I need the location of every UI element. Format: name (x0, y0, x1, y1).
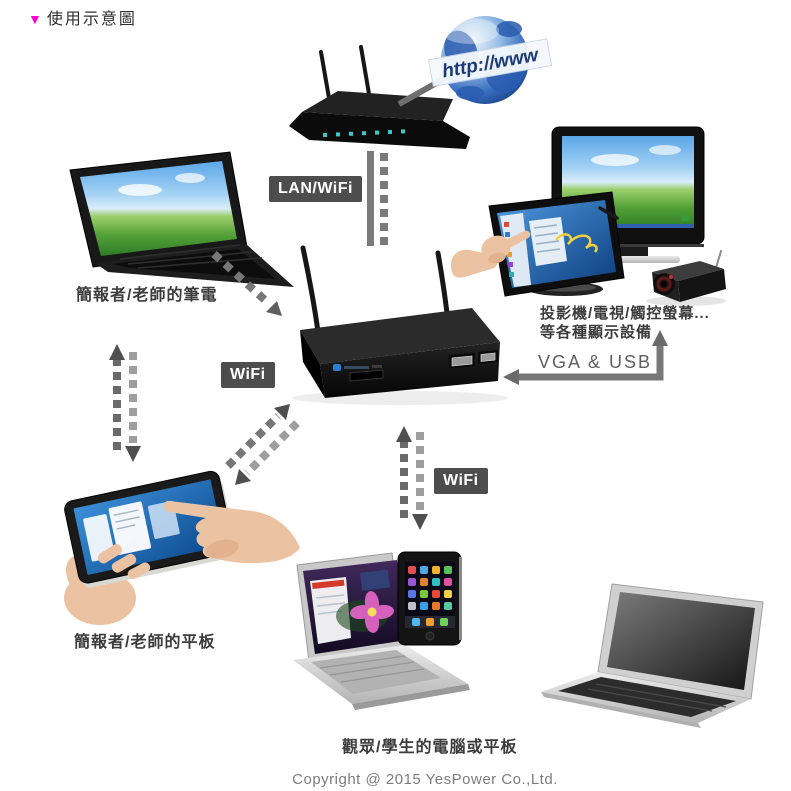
internet-globe-illustration: http://www (427, 16, 553, 104)
wireless-presenter-device-illustration (292, 245, 508, 405)
router-top (302, 91, 453, 121)
ipad-app-grid (408, 566, 452, 610)
caption-display-devices-line2: 等各種顯示設備 (540, 324, 653, 341)
tv-illustration (551, 126, 705, 263)
laptop-screen (80, 161, 237, 256)
touch-monitor-illustration (450, 191, 625, 297)
title-marker-triangle: ▼ (28, 11, 44, 27)
wifi-label-upper: WiFi (221, 362, 275, 388)
laptop2-screen (607, 592, 755, 690)
router-illustration (289, 45, 470, 149)
audience-laptop (541, 583, 764, 728)
globe-highlight (441, 18, 499, 44)
device-usb-ports (449, 350, 498, 369)
projector-side (678, 269, 726, 302)
device-logo-icon (333, 364, 341, 371)
stylus-pen (598, 206, 619, 220)
laptop-tablet-updown-arrows (109, 344, 141, 462)
laptop-to-device-arrow (211, 251, 282, 316)
tv-brand-logo (682, 214, 689, 221)
projector-illustration (646, 250, 726, 306)
audience-ipad (397, 551, 462, 646)
vga-usb-label: VGA & USB (538, 352, 653, 372)
projector-antenna (715, 250, 722, 269)
page-title-text: 使用示意圖 (46, 11, 137, 28)
device-audience-updown-arrows (396, 426, 428, 530)
tv-stand-neck (608, 247, 648, 256)
presenter-laptop-illustration (69, 151, 294, 287)
pointing-hand-illustration (450, 230, 531, 278)
caption-display-devices-line1: 投影機/電視/觸控螢幕... (540, 305, 710, 322)
link-solid-bar (367, 151, 374, 246)
macbook-flower (350, 591, 394, 633)
presenter-tablet-illustration (64, 470, 300, 625)
ipad-home-button (425, 631, 435, 641)
router-device-link (367, 151, 388, 248)
monitor-handwriting (555, 233, 598, 253)
router-led-row (323, 129, 405, 137)
audience-devices-illustration (293, 551, 764, 728)
vga-usb-arrow (503, 330, 668, 385)
audience-macbook (293, 552, 470, 710)
monitor-window (529, 217, 567, 266)
page-title: ▼使用示意圖 (28, 5, 137, 29)
tablet-device-arrows (225, 404, 300, 485)
device-antenna-left (300, 245, 321, 335)
router-antenna-left (319, 50, 331, 100)
caption-audience-devices: 觀眾/學生的電腦或平板 (342, 739, 518, 756)
wifi-label-lower: WiFi (434, 468, 488, 494)
router-body (289, 112, 470, 149)
caption-presenter-tablet: 簡報者/老師的平板 (74, 634, 216, 651)
left-hand-fingers (97, 544, 151, 580)
caption-presenter-laptop: 簡報者/老師的筆電 (76, 287, 218, 304)
right-hand (163, 500, 300, 564)
macbook-keyboard (311, 650, 441, 694)
device-side-face (300, 330, 325, 398)
device-top-face (300, 308, 500, 364)
lan-wifi-label: LAN/WiFi (269, 176, 362, 202)
copyright-text: Copyright @ 2015 YesPower Co.,Ltd. (292, 771, 558, 788)
device-slot (349, 369, 384, 382)
router-antenna-right (359, 45, 371, 96)
